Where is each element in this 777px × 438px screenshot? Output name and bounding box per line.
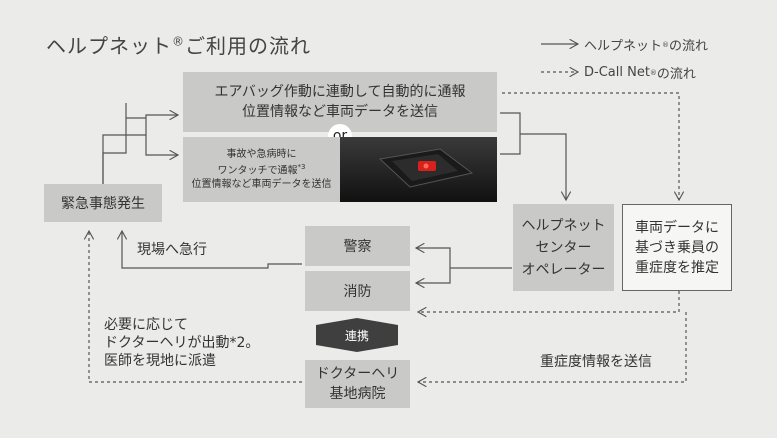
legend-dashed: D-Call Net®の流れ <box>584 63 696 82</box>
arrow-to-manual <box>145 135 178 155</box>
heli-line-1: ドクターヘリ <box>315 366 400 382</box>
center-line-2: センター <box>535 239 592 256</box>
heli-line-2: 基地病院 <box>329 386 386 402</box>
airbag-line-1: エアバッグ作動に連動して自動的に通報 <box>214 84 466 100</box>
airbag-line-2: 位置情報など車両データを送信 <box>242 104 438 120</box>
arrow-rush-to-scene <box>122 231 302 269</box>
arrow-to-airbag <box>145 115 178 135</box>
manual-notify-box: 事故や急病時に ワンタッチで通報*3 位置情報など車両データを送信 <box>183 137 340 202</box>
emergency-box: 緊急事態発生 <box>44 184 162 222</box>
estimate-line-2: 基づき乗員の <box>635 239 719 256</box>
doctor-dispatch-note: 必要に応じて ドクターヘリが出動*2。 医師を現地に派遣 <box>104 316 259 370</box>
legend-solid-suffix: の流れ <box>669 39 709 54</box>
airbag-notify-box: エアバッグ作動に連動して自動的に通報 位置情報など車両データを送信 <box>183 72 497 132</box>
dashed-estimate-to-fire <box>418 291 680 312</box>
severity-estimate-box: 車両データに 基づき乗員の 重症度を推定 <box>622 204 732 291</box>
emergency-label: 緊急事態発生 <box>61 196 145 212</box>
cooperation-badge: 連携 <box>334 325 380 345</box>
center-line-1: ヘルプネット <box>521 217 606 234</box>
police-label: 警察 <box>343 239 372 255</box>
phone-icon <box>418 161 436 171</box>
title-rest: ご利用の流れ <box>185 34 311 58</box>
legend-solid: ヘルプネット®の流れ <box>584 35 708 54</box>
doctor-line-1: 必要に応じて <box>104 317 188 333</box>
police-box: 警察 <box>305 226 410 266</box>
arrow-into-center <box>520 133 566 200</box>
sos-button-photo <box>340 137 497 202</box>
manual-line-1: 事故や急病時に <box>226 149 297 161</box>
legend-dashed-suffix: の流れ <box>656 67 696 82</box>
estimate-line-3: 重症度を推定 <box>635 259 719 276</box>
title-registered-mark: ® <box>172 34 185 49</box>
manual-line-3: 位置情報など車両データを送信 <box>191 178 332 190</box>
dashed-heli-to-emergency <box>89 231 302 383</box>
arrow-notify-to-center <box>500 112 521 155</box>
arrow-emergency-split <box>102 134 146 187</box>
cooperation-arrow-down <box>316 345 398 352</box>
legend-dashed-label: D-Call Net <box>584 65 650 80</box>
title-main: ヘルプネット <box>46 34 172 58</box>
arrow-emergency-to-notify <box>102 103 146 187</box>
legend-dashed-sup: ® <box>649 68 657 77</box>
cooperation-label: 連携 <box>344 328 369 343</box>
fire-label: 消防 <box>343 284 372 300</box>
arrow-to-fire <box>416 268 451 283</box>
dashed-estimate-to-heli <box>418 312 687 382</box>
doctor-line-2: ドクターヘリが出動*2。 <box>104 335 260 351</box>
dashed-notify-to-estimate <box>502 92 679 200</box>
severity-send-label: 重症度情報を送信 <box>540 354 652 370</box>
fire-box: 消防 <box>305 271 410 311</box>
page-title: ヘルプネット®ご利用の流れ <box>46 30 311 59</box>
center-line-3: オペレーター <box>521 261 606 278</box>
heli-hospital-box: ドクターヘリ 基地病院 <box>305 360 410 408</box>
arrow-to-police <box>416 248 451 268</box>
legend-solid-sup: ® <box>662 40 670 49</box>
manual-footnote: *3 <box>297 163 306 172</box>
help-center-box: ヘルプネット センター オペレーター <box>513 204 614 291</box>
rush-label: 現場へ急行 <box>137 242 207 258</box>
estimate-line-1: 車両データに <box>635 219 719 236</box>
legend-solid-label: ヘルプネット <box>584 39 663 54</box>
doctor-line-3: 医師を現地に派遣 <box>104 353 216 369</box>
manual-line-2: ワンタッチで通報 <box>217 165 298 177</box>
